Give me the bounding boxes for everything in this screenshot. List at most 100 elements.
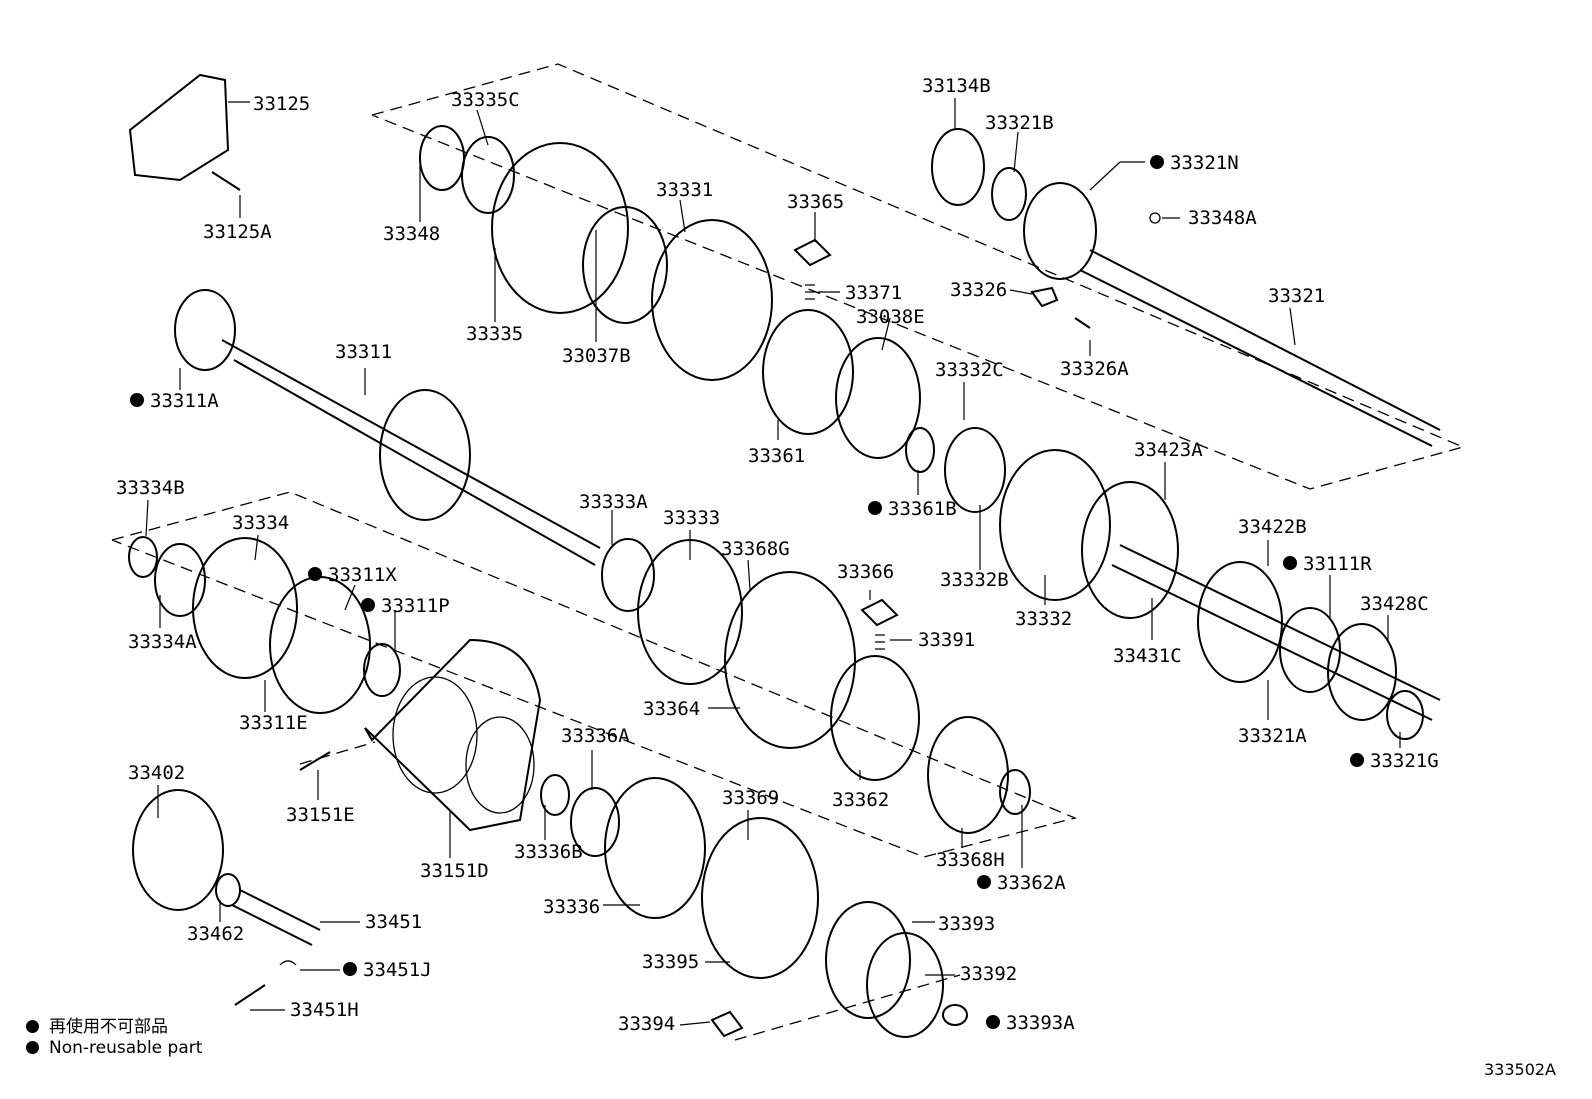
label-33428C: 33428C xyxy=(1360,593,1429,615)
lock-plate-33326 xyxy=(1030,286,1059,308)
label-33321G: 33321G xyxy=(1350,750,1439,772)
label-33336A: 33336A xyxy=(561,725,630,747)
input-gear-cluster xyxy=(379,389,471,521)
label-33422B: 33422B xyxy=(1238,516,1307,538)
svg-text:33311X: 33311X xyxy=(328,564,397,586)
svg-text:33451J: 33451J xyxy=(363,959,432,981)
plate-33134B xyxy=(931,128,985,206)
label-33451J: 33451J xyxy=(343,959,432,981)
part-labels: 33125 33125A 33335C 33348 33331 33335 33… xyxy=(116,75,1439,1035)
label-33125: 33125 xyxy=(253,93,310,115)
non-reusable-marker xyxy=(1350,753,1364,767)
label-33368G: 33368G xyxy=(721,538,790,560)
counter-shaft-right xyxy=(1111,544,1441,721)
label-33321A: 33321A xyxy=(1238,725,1307,747)
snap-ring-33311P xyxy=(363,643,401,697)
label-33038E: 33038E xyxy=(856,306,925,328)
key-33365 xyxy=(793,238,832,267)
input-shaft-33311 xyxy=(221,339,601,566)
label-33402: 33402 xyxy=(128,762,185,784)
gear-33334 xyxy=(192,537,298,679)
label-33333: 33333 xyxy=(663,507,720,529)
label-33361B: 33361B xyxy=(868,498,957,520)
non-reusable-marker xyxy=(308,567,322,581)
retainer-bore-left xyxy=(392,676,478,794)
label-33451: 33451 xyxy=(365,911,422,933)
label-33334A: 33334A xyxy=(128,631,197,653)
bearing-33334A xyxy=(154,543,206,617)
bearing-33311A xyxy=(174,289,236,371)
upper-group-outline xyxy=(371,63,1465,490)
ring-33368H xyxy=(927,716,1009,834)
label-33311X: 33311X xyxy=(308,564,397,586)
legend-english: Non-reusable part xyxy=(26,1038,202,1058)
group-outlines xyxy=(111,63,1465,1041)
washer-33462 xyxy=(215,873,241,907)
label-33423A: 33423A xyxy=(1134,439,1203,461)
non-reusable-marker xyxy=(361,598,375,612)
svg-text:33361B: 33361B xyxy=(888,498,957,520)
non-reusable-marker xyxy=(977,875,991,889)
sleeve-33331 xyxy=(651,219,773,381)
hub-33361 xyxy=(762,309,854,435)
non-reusable-marker xyxy=(130,393,144,407)
ring-33037B xyxy=(582,206,668,324)
label-33125A: 33125A xyxy=(203,221,272,243)
label-33334B: 33334B xyxy=(116,477,185,499)
ring-33336B xyxy=(540,774,570,816)
label-33311: 33311 xyxy=(335,341,392,363)
label-33326: 33326 xyxy=(950,279,1007,301)
bolt-guide-line xyxy=(299,741,376,765)
bearing-33321N xyxy=(1023,182,1097,280)
snap-ring-33392 xyxy=(866,932,944,1038)
sleeve-33364 xyxy=(724,571,856,749)
svg-text:33321N: 33321N xyxy=(1170,152,1239,174)
non-reusable-marker xyxy=(1150,155,1164,169)
non-reusable-marker xyxy=(26,1041,39,1054)
label-33348A: 33348A xyxy=(1188,207,1257,229)
label-33365: 33365 xyxy=(787,191,844,213)
label-33393A: 33393A xyxy=(986,1012,1075,1034)
ring-33038E xyxy=(835,337,921,459)
bolt-33151E xyxy=(299,751,331,771)
label-33391: 33391 xyxy=(918,629,975,651)
legend-en-text: Non-reusable part xyxy=(49,1038,203,1058)
bearing-33332C xyxy=(944,427,1006,513)
svg-text:33111R: 33111R xyxy=(1303,553,1372,575)
diagram-reference-code: 333502A xyxy=(1483,1060,1556,1079)
clip-33393A xyxy=(942,1004,968,1026)
snap-ring-33361B xyxy=(905,427,935,473)
key-33366 xyxy=(860,598,899,627)
label-33394: 33394 xyxy=(618,1013,675,1035)
label-33462: 33462 xyxy=(187,923,244,945)
label-33335C: 33335C xyxy=(451,89,520,111)
svg-text:33393A: 33393A xyxy=(1006,1012,1075,1034)
bearing-retainer-33151D xyxy=(364,638,542,832)
svg-text:33311P: 33311P xyxy=(381,595,450,617)
snap-ring-33321B xyxy=(991,167,1027,221)
label-33368H: 33368H xyxy=(936,849,1005,871)
gear-33335 xyxy=(491,142,629,314)
label-33326A: 33326A xyxy=(1060,358,1129,380)
ring-33334B xyxy=(128,536,158,578)
label-33332B: 33332B xyxy=(940,569,1009,591)
gear-33402 xyxy=(132,789,224,911)
gear-33423A xyxy=(1081,481,1179,619)
svg-text:33321G: 33321G xyxy=(1370,750,1439,772)
leader-lines xyxy=(145,98,1401,1026)
label-33362A: 33362A xyxy=(977,872,1066,894)
label-33151E: 33151E xyxy=(286,804,355,826)
hub-33362 xyxy=(830,655,920,781)
label-33362: 33362 xyxy=(832,789,889,811)
ball-33348A xyxy=(1149,212,1161,224)
label-33336: 33336 xyxy=(543,896,600,918)
label-33392: 33392 xyxy=(960,963,1017,985)
bolt-33451H xyxy=(234,984,266,1006)
output-shaft-33321 xyxy=(1079,249,1441,447)
label-33361: 33361 xyxy=(748,445,805,467)
legend-japanese: 再使用不可部品 xyxy=(26,1012,168,1037)
bearing-33335C xyxy=(461,136,515,214)
spring-33391 xyxy=(875,634,885,650)
spring-33371 xyxy=(805,284,815,300)
gear-33333 xyxy=(637,539,743,685)
